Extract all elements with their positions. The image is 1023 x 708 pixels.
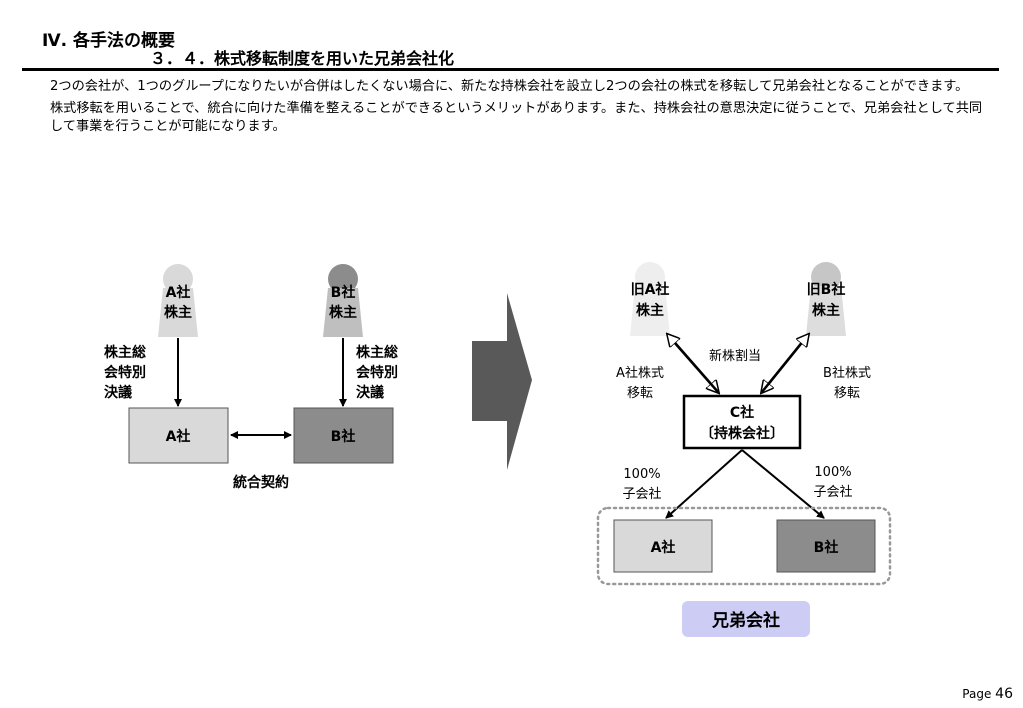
shareholder-a-head	[163, 264, 193, 294]
shareholder-b-label-2: 株主	[329, 304, 357, 321]
allotment-b-arrow	[761, 335, 808, 393]
holding-company-label-2: 〔持株会社〕	[700, 425, 784, 442]
after-company-b-box	[776, 519, 876, 573]
old-shareholder-b-figure: 旧B社 株主	[806, 262, 846, 336]
before-company-a-box	[128, 407, 229, 464]
chapter-title: Ⅳ. 各手法の概要	[42, 31, 176, 51]
shareholder-b-figure: B社 株主	[323, 264, 363, 337]
after-company-a-label: A社	[651, 539, 676, 556]
transfer-a-label-2: 移転	[627, 386, 653, 401]
resolution-b-label-3: 決議	[356, 384, 384, 401]
header-rule	[22, 68, 999, 71]
old-shareholder-b-label-2: 株主	[812, 302, 840, 319]
section-title: ３．４．株式移転制度を用いた兄弟会社化	[150, 49, 455, 68]
old-shareholder-a-body	[630, 286, 670, 336]
shareholder-b-head	[328, 264, 358, 294]
shareholder-a-figure: A社 株主	[158, 264, 198, 337]
old-shareholder-a-figure: 旧A社 株主	[630, 262, 670, 336]
subsidiary-b-label-2: 子会社	[813, 484, 852, 500]
resolution-a-label-3: 決議	[104, 384, 132, 401]
shareholder-a-label-2: 株主	[164, 304, 192, 321]
before-company-a-label: A社	[166, 428, 191, 445]
page-footer: Page 46	[962, 686, 1013, 702]
sibling-group-frame	[596, 506, 892, 586]
old-shareholder-a-head	[635, 262, 665, 292]
after-company-b-label: B社	[814, 539, 839, 556]
page-label: Page	[962, 687, 992, 701]
merger-agreement-label: 統合契約	[233, 474, 289, 491]
subsidiary-a-label-1: 100%	[623, 467, 660, 482]
resolution-a-label-2: 会特別	[104, 364, 146, 381]
transfer-b-label-2: 移転	[834, 386, 860, 401]
page-number: 46	[995, 686, 1013, 702]
holding-company-label-1: C社	[730, 404, 754, 421]
subsidiary-b-label-1: 100%	[814, 465, 851, 480]
old-shareholder-b-label-1: 旧B社	[807, 281, 846, 298]
sibling-companies-badge	[682, 601, 810, 637]
transfer-b-label-1: B社株式	[823, 365, 871, 381]
intro-paragraph-2: 株式移転を用いることで、統合に向けた準備を整えることができるというメリットがあり…	[50, 101, 983, 134]
before-company-b-box	[293, 407, 394, 464]
old-shareholder-b-body	[806, 286, 846, 336]
old-shareholder-a-label-1: 旧A社	[631, 281, 670, 298]
holding-company-box	[682, 394, 802, 450]
new-share-allotment-label: 新株割当	[709, 348, 761, 364]
transfer-a-label-1: A社株式	[616, 365, 664, 381]
intro-paragraph-1: 2つの会社が、1つのグループになりたいが合併はしたくない場合に、新たな持株会社を…	[50, 79, 969, 94]
after-company-a-box	[613, 519, 713, 573]
shareholder-a-label-1: A社	[166, 284, 191, 301]
sibling-companies-label: 兄弟会社	[711, 610, 780, 631]
resolution-b-label-1: 株主総	[356, 344, 398, 361]
old-shareholder-b-head	[811, 262, 841, 292]
resolution-b-label-2: 会特別	[356, 364, 398, 381]
shareholder-b-label-1: B社	[331, 284, 356, 301]
subsidiary-a-arrow	[665, 449, 743, 519]
resolution-a-label-1: 株主総	[104, 344, 146, 361]
shareholder-b-body	[323, 288, 363, 337]
intro-text: 2つの会社が、1つのグループになりたいが合併はしたくない場合に、新たな持株会社を…	[50, 78, 990, 140]
subsidiary-b-arrow	[741, 449, 825, 519]
shareholder-a-body	[158, 288, 198, 337]
old-shareholder-a-label-2: 株主	[636, 302, 664, 319]
allotment-a-arrow	[668, 335, 719, 393]
subsidiary-a-label-2: 子会社	[622, 486, 661, 502]
transition-arrow	[472, 293, 532, 470]
before-company-b-label: B社	[331, 428, 356, 445]
